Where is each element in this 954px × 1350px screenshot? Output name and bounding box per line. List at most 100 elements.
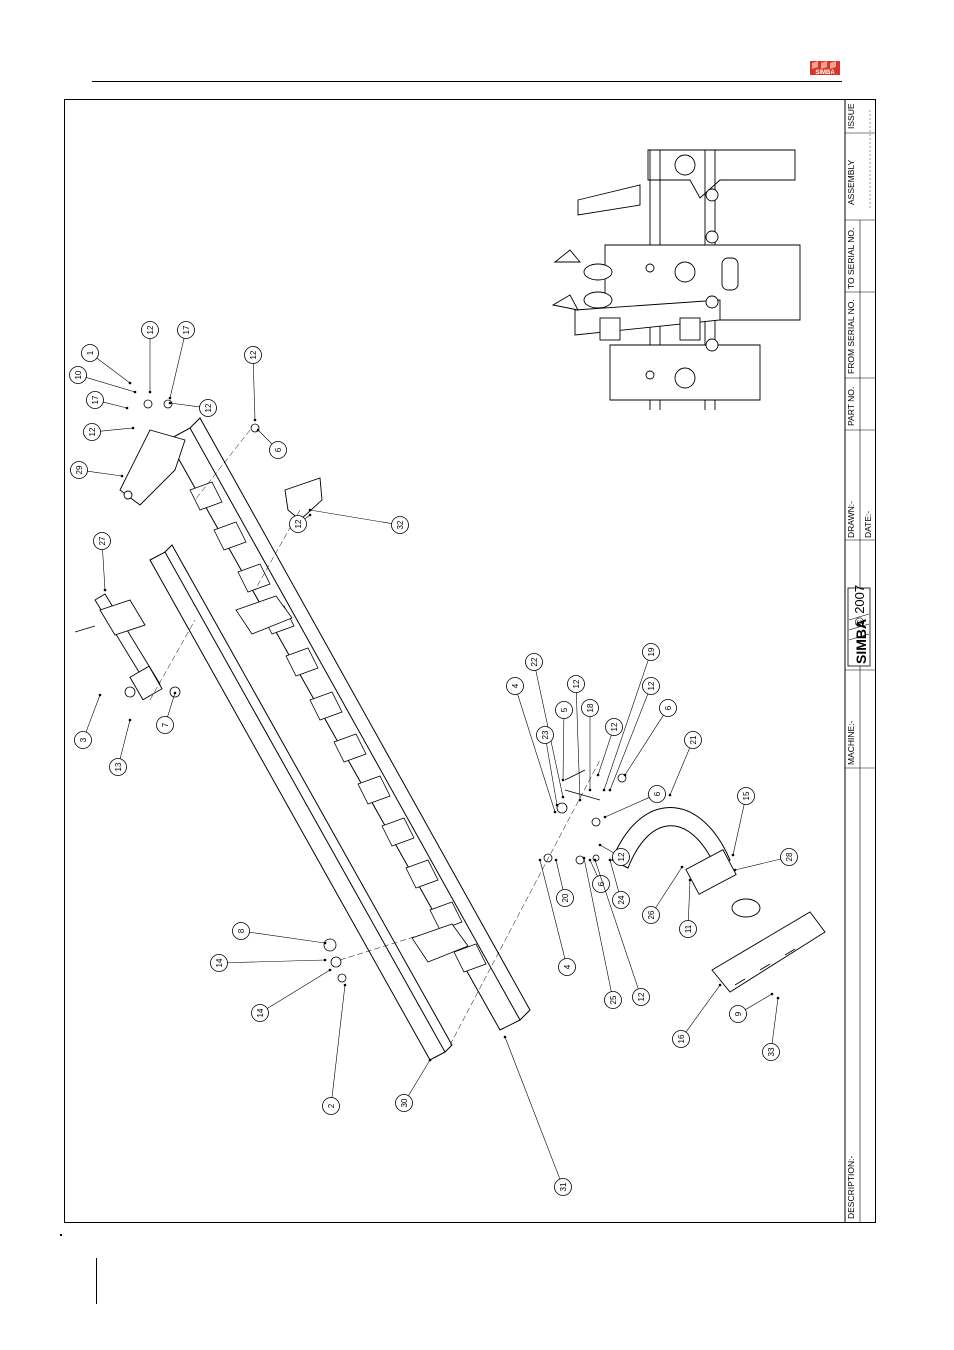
- callout-balloon: 7: [157, 692, 177, 734]
- callout-pointer: [324, 959, 327, 962]
- callout-leader: [670, 748, 690, 795]
- callout-pointer: [579, 799, 582, 802]
- callout-pointer: [732, 854, 735, 857]
- callout-label: 12: [572, 679, 581, 688]
- callout-pointer: [681, 866, 684, 869]
- to-serial-label: TO SERIAL NO.: [846, 228, 856, 289]
- callout-label: 12: [88, 427, 97, 436]
- callout-pointer: [583, 857, 586, 860]
- callout-label: 6: [274, 447, 283, 452]
- callout-leader: [86, 377, 135, 392]
- callout-label: 13: [114, 762, 123, 771]
- callout-pointer: [254, 419, 257, 422]
- callout-balloon: 12: [84, 424, 135, 441]
- callout-label: 23: [541, 730, 550, 739]
- callout-label: 27: [98, 536, 107, 545]
- callout-pointer: [329, 969, 332, 972]
- part-no-label: PART NO.: [846, 387, 856, 426]
- callout-leader: [610, 694, 648, 790]
- callout-label: 11: [684, 924, 693, 933]
- callout-label: 12: [617, 852, 626, 861]
- callout-label: 17: [182, 325, 191, 334]
- callout-pointer: [104, 589, 107, 592]
- callout-label: 33: [767, 1047, 776, 1056]
- callout-pointer: [689, 879, 692, 882]
- callout-label: 6: [597, 881, 606, 886]
- callout-pointer: [126, 407, 129, 410]
- callout-pointer: [132, 427, 135, 430]
- callout-leader: [103, 402, 127, 408]
- callout-pointer: [589, 859, 592, 862]
- callout-pointer: [309, 514, 312, 517]
- assembly-label: ASSEMBLY: [846, 159, 856, 205]
- callout-label: 12: [204, 403, 213, 412]
- callout-label: 4: [563, 964, 572, 969]
- callout-label: 2: [327, 1103, 336, 1108]
- callout-balloon: 2: [323, 984, 347, 1115]
- callout-pointer: [562, 796, 565, 799]
- callout-pointer: [504, 1036, 507, 1039]
- callout-balloon: 6: [589, 859, 610, 893]
- callout-label: 16: [677, 1034, 686, 1043]
- callout-pointer: [734, 869, 737, 872]
- callout-label: 6: [653, 791, 662, 796]
- callout-label: 31: [559, 1182, 568, 1191]
- callout-balloon: 3: [75, 694, 102, 749]
- callout-balloon: 33: [763, 997, 780, 1061]
- machine-label: MACHINE:-: [846, 720, 856, 765]
- callout-label: 12: [249, 350, 258, 359]
- callout-label: 7: [161, 722, 170, 727]
- callout-balloon: 22: [526, 654, 565, 799]
- callout-pointer: [129, 719, 132, 722]
- callout-balloon: 23: [537, 727, 559, 807]
- callout-pointer: [149, 391, 152, 394]
- callout-balloon: 16: [673, 984, 722, 1048]
- callout-pointer: [609, 859, 612, 862]
- callout-pointer: [257, 429, 260, 432]
- callout-balloon: 19: [603, 644, 660, 792]
- callout-label: 9: [734, 1011, 743, 1016]
- callout-balloon: 12: [245, 347, 262, 422]
- callout-leader: [625, 715, 663, 775]
- callout-label: 3: [79, 737, 88, 742]
- callout-leader: [408, 1060, 430, 1096]
- callout-pointer: [719, 984, 722, 987]
- callout-label: 8: [237, 928, 246, 933]
- callout-leader: [605, 797, 649, 817]
- callout-balloon: 6: [624, 700, 677, 777]
- callout-balloon: 9: [730, 993, 774, 1023]
- callout-leader: [100, 428, 133, 431]
- callout-pointer: [324, 942, 327, 945]
- simba-brand-mark: SIMBA © 2007: [848, 585, 870, 666]
- mounting-bracket-29: [120, 430, 185, 505]
- callout-pointer: [554, 811, 557, 814]
- callout-pointer: [99, 694, 102, 697]
- callout-balloon: 20: [555, 859, 574, 907]
- callout-pointer: [594, 859, 597, 862]
- callout-pointer: [777, 997, 780, 1000]
- callout-label: 1: [86, 350, 95, 355]
- callout-pointer: [599, 844, 602, 847]
- callout-leader: [249, 932, 325, 943]
- callout-leader: [595, 860, 638, 989]
- callout-balloon: 27: [94, 533, 111, 592]
- callout-pointer: [562, 779, 565, 782]
- disc-hub-assembly: [686, 850, 825, 992]
- callout-leader: [688, 880, 690, 921]
- callout-balloon: 5: [556, 702, 573, 782]
- callout-pointer: [603, 789, 606, 792]
- callout-balloon: 12: [142, 322, 159, 394]
- callout-pointer: [597, 774, 600, 777]
- callout-label: 29: [75, 465, 84, 474]
- callout-label: 28: [785, 852, 794, 861]
- callout-balloon: 30: [396, 1059, 432, 1112]
- callout-leader: [227, 960, 325, 963]
- callout-leader: [656, 867, 682, 908]
- callout-label: 26: [647, 910, 656, 919]
- callout-balloon: 12: [290, 514, 312, 533]
- date-label: DATE:-: [863, 511, 873, 538]
- callout-leader: [120, 720, 130, 759]
- callout-label: 17: [91, 395, 100, 404]
- description-label: DESCRIPTION:-: [846, 1156, 856, 1219]
